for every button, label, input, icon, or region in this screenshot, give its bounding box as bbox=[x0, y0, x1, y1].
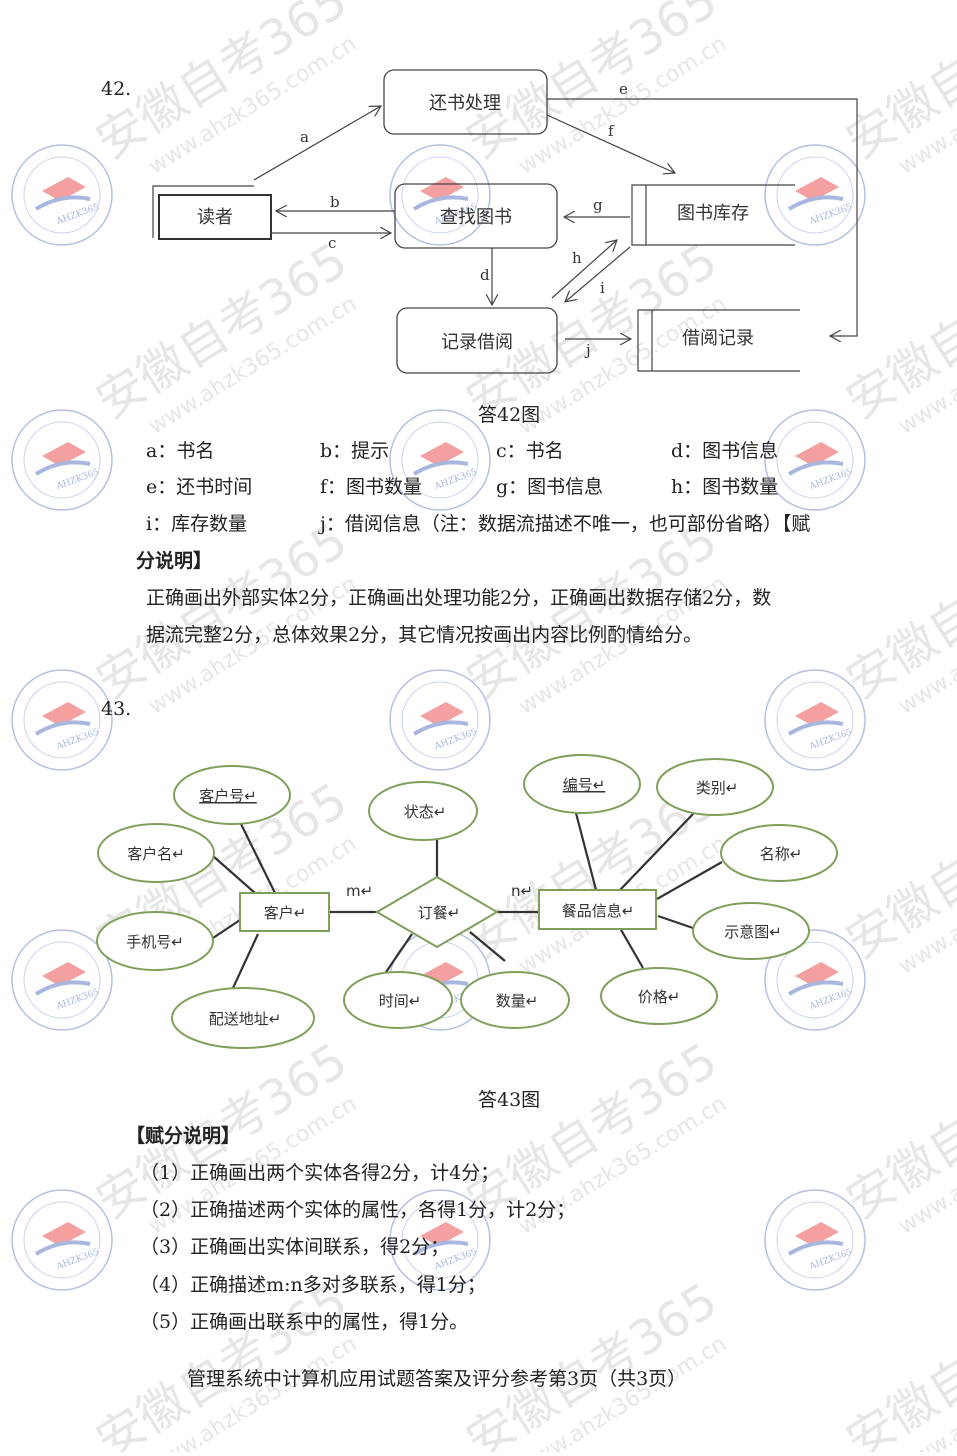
figure-43-caption: 答43图 bbox=[478, 1089, 541, 1111]
scoring-line-42-1: 正确画出外部实体2分，正确画出处理功能2分，正确画出数据存储2分，数 bbox=[146, 587, 772, 609]
legend-d: d：图书信息 bbox=[671, 440, 779, 462]
attr-price: 价格↵ bbox=[600, 967, 718, 1025]
process-record: 记录借阅 bbox=[396, 307, 558, 374]
scoring-line-43-5: （5）正确画出联系中的属性，得1分。 bbox=[140, 1311, 469, 1333]
scoring-line-43-1: （1）正确画出两个实体各得2分，计4分； bbox=[140, 1162, 500, 1184]
legend-c: c：书名 bbox=[496, 440, 564, 462]
legend-e: e：还书时间 bbox=[146, 476, 253, 498]
svg-text:数量↵: 数量↵ bbox=[496, 992, 539, 1010]
svg-text:客户名↵: 客户名↵ bbox=[127, 845, 185, 863]
svg-text:j: j bbox=[584, 341, 591, 359]
relationship-order: 订餐↵ bbox=[375, 875, 499, 949]
svg-text:时间↵: 时间↵ bbox=[379, 992, 422, 1010]
svg-text:i: i bbox=[600, 279, 605, 297]
legend-f: f：图书数量 bbox=[320, 476, 423, 498]
svg-text:还书处理: 还书处理 bbox=[429, 93, 501, 114]
svg-text:客户号↵: 客户号↵ bbox=[199, 787, 257, 805]
svg-text:d: d bbox=[480, 266, 490, 284]
attr-customer-name: 客户名↵ bbox=[97, 823, 215, 883]
attr-quantity: 数量↵ bbox=[460, 971, 570, 1029]
svg-text:a: a bbox=[300, 128, 309, 146]
figure-42-caption: 答42图 bbox=[478, 404, 541, 426]
scoring-line-43-4: （4）正确描述m:n多对多联系，得1分； bbox=[140, 1274, 486, 1296]
legend-i: i：库存数量 bbox=[146, 513, 248, 535]
svg-text:f: f bbox=[608, 122, 615, 140]
scoring-line-43-3: （3）正确画出实体间联系，得2分； bbox=[140, 1236, 450, 1258]
legend-g: g：图书信息 bbox=[496, 476, 604, 498]
attr-phone: 手机号↵ bbox=[96, 911, 214, 971]
svg-text:餐品信息↵: 餐品信息↵ bbox=[562, 902, 635, 920]
scoring-title-42: 分说明】 bbox=[136, 550, 213, 572]
svg-text:手机号↵: 手机号↵ bbox=[126, 933, 184, 951]
cardinality-n: n↵ bbox=[511, 882, 533, 900]
svg-text:b: b bbox=[330, 193, 340, 211]
data-flow-diagram: 还书处理 查找图书 记录借阅 读者 图书库存 借阅记录 a bbox=[152, 69, 858, 374]
svg-text:读者: 读者 bbox=[197, 207, 233, 228]
attr-time: 时间↵ bbox=[343, 971, 453, 1029]
attr-meal-id: 编号↵ bbox=[523, 754, 641, 814]
svg-text:c: c bbox=[328, 234, 336, 252]
attr-name: 名称↵ bbox=[720, 824, 838, 882]
scoring-title-43: 【赋分说明】 bbox=[126, 1125, 241, 1147]
svg-text:h: h bbox=[572, 249, 582, 267]
svg-text:编号↵: 编号↵ bbox=[563, 776, 606, 794]
attr-customer-id: 客户号↵ bbox=[173, 765, 291, 825]
svg-text:类别↵: 类别↵ bbox=[696, 779, 739, 797]
page-footer: 管理系统中计算机应用试题答案及评分参考第3页（共3页） bbox=[187, 1368, 687, 1390]
svg-text:订餐↵: 订餐↵ bbox=[418, 904, 461, 922]
legend-b: b：提示 bbox=[320, 440, 390, 462]
entity-customer: 客户↵ bbox=[239, 892, 330, 932]
svg-text:图书库存: 图书库存 bbox=[677, 203, 749, 224]
attr-address: 配送地址↵ bbox=[171, 987, 315, 1049]
svg-text:e: e bbox=[619, 80, 628, 98]
svg-text:示意图↵: 示意图↵ bbox=[724, 923, 782, 941]
entity-meal: 餐品信息↵ bbox=[538, 889, 657, 930]
svg-text:名称↵: 名称↵ bbox=[760, 845, 803, 863]
legend-j: j：借阅信息（注：数据流描述不唯一，也可部份省略）【赋 bbox=[320, 513, 811, 535]
question-43-number: 43. bbox=[101, 698, 132, 720]
svg-text:价格↵: 价格↵ bbox=[638, 988, 681, 1006]
svg-text:借阅记录: 借阅记录 bbox=[682, 328, 754, 349]
svg-text:g: g bbox=[593, 196, 603, 214]
er-diagram: 客户号↵ 客户名↵ 手机号↵ 配送地址↵ 客户↵ 订餐↵ bbox=[96, 754, 838, 1049]
process-search: 查找图书 bbox=[394, 183, 558, 249]
svg-text:配送地址↵: 配送地址↵ bbox=[209, 1010, 282, 1028]
svg-text:查找图书: 查找图书 bbox=[440, 207, 512, 228]
legend-a: a：书名 bbox=[146, 440, 215, 462]
scoring-line-43-2: （2）正确描述两个实体的属性，各得1分，计2分； bbox=[140, 1199, 576, 1221]
svg-text:记录借阅: 记录借阅 bbox=[441, 332, 513, 353]
attr-category: 类别↵ bbox=[656, 758, 774, 816]
attr-status: 状态↵ bbox=[368, 781, 478, 841]
external-entity-reader: 读者 bbox=[152, 185, 272, 240]
process-return: 还书处理 bbox=[383, 69, 548, 135]
svg-text:状态↵: 状态↵ bbox=[404, 803, 447, 821]
scoring-line-42-2: 据流完整2分，总体效果2分，其它情况按画出内容比例酌情给分。 bbox=[146, 624, 703, 646]
data-store-inventory: 图书库存 bbox=[631, 184, 795, 246]
cardinality-m: m↵ bbox=[346, 882, 373, 900]
data-store-borrow-record: 借阅记录 bbox=[637, 309, 800, 372]
legend-h: h：图书数量 bbox=[671, 476, 779, 498]
attr-image: 示意图↵ bbox=[692, 902, 810, 960]
svg-text:客户↵: 客户↵ bbox=[264, 904, 307, 922]
